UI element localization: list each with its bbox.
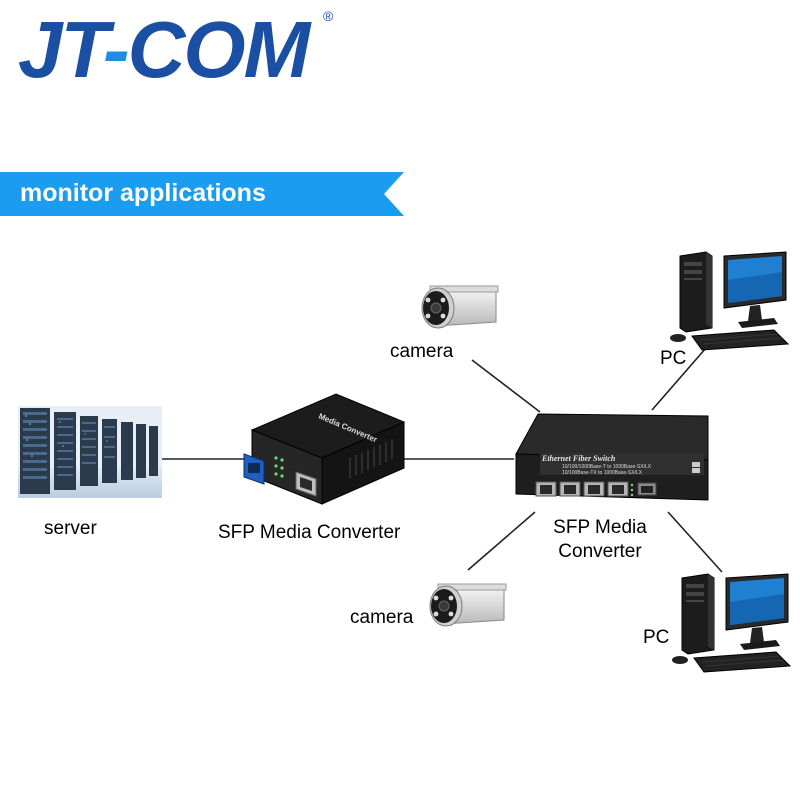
media-converter-device: Media Converter <box>243 393 406 505</box>
pc-bottom-label: PC <box>643 627 670 648</box>
switch-rj45-ports <box>535 481 629 497</box>
camera-top-label: camera <box>390 341 454 362</box>
link-pc-top-switch <box>651 347 707 411</box>
link-camera-bottom-switch <box>467 511 536 571</box>
link-pc-bottom-switch <box>667 511 723 573</box>
switch-label-line1: SFP Media <box>553 517 647 538</box>
brand-logo: JT-COM <box>18 10 310 90</box>
server-rack-image <box>18 406 162 498</box>
camera-top-icon <box>421 285 499 329</box>
banner-title: monitor applications <box>20 179 266 207</box>
pc-top-label: PC <box>660 348 687 369</box>
media-converter-label: SFP Media Converter <box>218 522 401 543</box>
switch-device-line2: 10/100Base-TX to 1000Base-SX/LX <box>562 470 643 476</box>
logo-com: COM <box>127 5 311 94</box>
switch-device-line1: 10/100/1000Base-T to 1000Base-SX/LX <box>562 464 652 470</box>
registered-mark: ® <box>323 8 334 24</box>
camera-bottom-icon <box>429 583 507 627</box>
switch-label-line2: Converter <box>558 541 642 562</box>
switch-label: SFP Media Converter <box>540 516 660 564</box>
banner-ribbon <box>0 172 404 216</box>
fiber-switch-device: Ethernet Fiber Switch 10/100/1000Base-T … <box>515 413 709 501</box>
logo-jt: JT <box>18 5 105 94</box>
server-label: server <box>44 518 97 539</box>
switch-device-title: Ethernet Fiber Switch <box>541 454 616 463</box>
camera-bottom-label: camera <box>350 607 414 628</box>
logo-dash: - <box>102 5 130 94</box>
pc-top-icon <box>670 251 790 351</box>
link-camera-top-switch <box>471 359 541 413</box>
pc-bottom-icon <box>672 573 792 673</box>
